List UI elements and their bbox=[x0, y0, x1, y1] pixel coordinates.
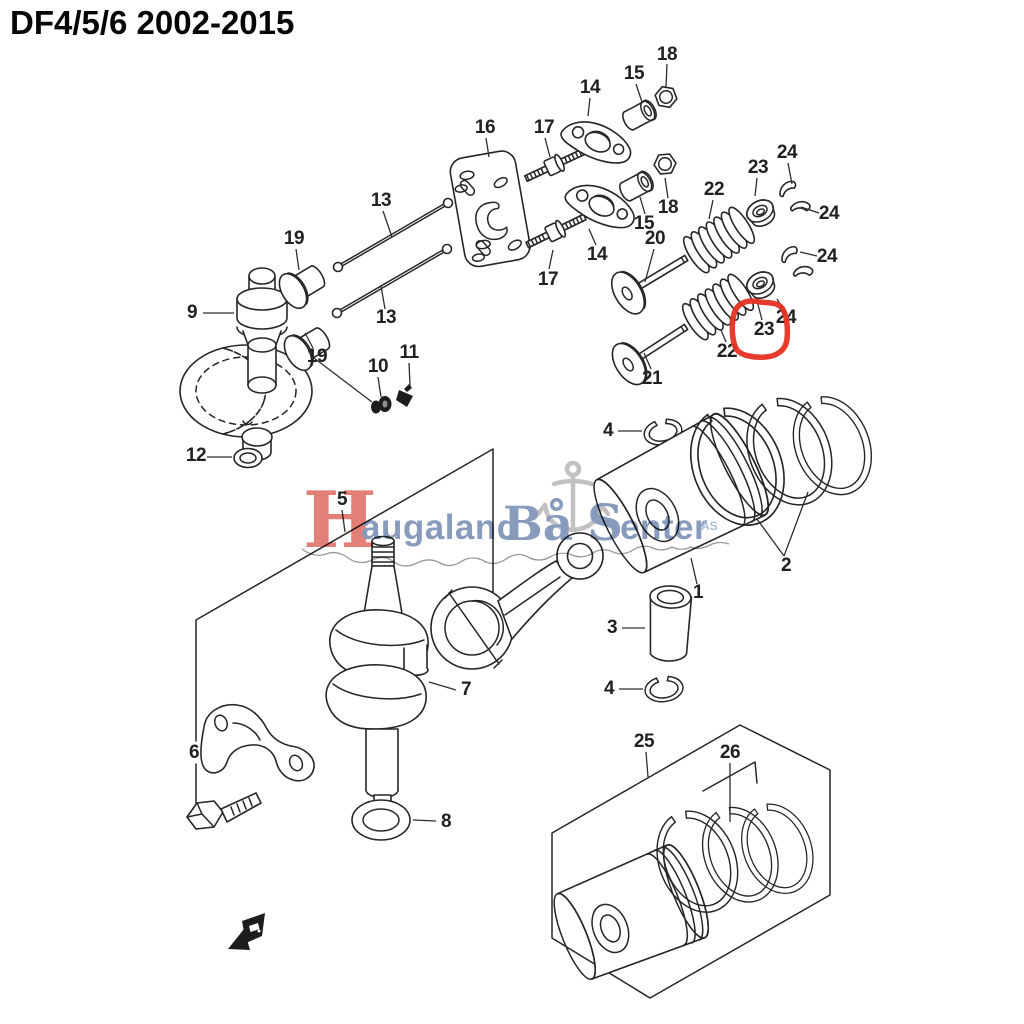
part-callout-15: 15 bbox=[623, 63, 645, 84]
part-callout-24: 24 bbox=[816, 246, 838, 267]
part-callout-24: 24 bbox=[818, 203, 840, 224]
part-callout-4: 4 bbox=[603, 678, 615, 699]
crankshaft-drawing bbox=[325, 535, 429, 814]
washer-8-drawing bbox=[351, 799, 411, 841]
part-callout-11: 11 bbox=[399, 342, 419, 363]
bolt-drawing bbox=[186, 792, 262, 830]
page-title: DF4/5/6 2002-2015 bbox=[10, 4, 295, 41]
valve-cover-plate-drawing bbox=[449, 150, 531, 268]
part-callout-4: 4 bbox=[602, 420, 614, 441]
part-callout-10: 10 bbox=[367, 356, 389, 377]
part-callout-22: 22 bbox=[703, 179, 725, 200]
part-callout-3: 3 bbox=[606, 617, 618, 638]
camshaft-drawing bbox=[236, 267, 288, 461]
part-callout-14: 14 bbox=[579, 77, 601, 98]
part-callout-25: 25 bbox=[633, 731, 655, 752]
part-callout-16: 16 bbox=[474, 117, 496, 138]
part-callout-13: 13 bbox=[375, 307, 397, 328]
part-callout-12: 12 bbox=[185, 445, 207, 466]
washer-12-drawing bbox=[233, 447, 263, 469]
part-callout-19: 19 bbox=[306, 346, 328, 367]
part-callout-14: 14 bbox=[586, 244, 608, 265]
part-callout-1: 1 bbox=[692, 582, 704, 603]
part-callout-23: 23 bbox=[747, 157, 769, 178]
fwd-arrow-icon bbox=[228, 913, 265, 950]
part-callout-26: 26 bbox=[719, 742, 741, 763]
part-callout-8: 8 bbox=[440, 811, 452, 832]
bearing-bracket-drawing bbox=[200, 703, 315, 782]
lower-piston-assembly-drawing bbox=[553, 793, 827, 980]
piston-pin-drawing bbox=[649, 585, 693, 662]
part-callout-17: 17 bbox=[533, 117, 555, 138]
piston-drawing bbox=[593, 412, 770, 574]
part-callout-9: 9 bbox=[186, 302, 198, 323]
assembly-boxes bbox=[195, 448, 831, 999]
part-callout-24: 24 bbox=[776, 142, 798, 163]
part-callout-21: 21 bbox=[641, 368, 663, 389]
part-callout-6: 6 bbox=[188, 742, 200, 763]
part-callout-18: 18 bbox=[657, 197, 679, 218]
part-callout-20: 20 bbox=[644, 228, 666, 249]
part-callout-15: 15 bbox=[633, 213, 655, 234]
part-callout-13: 13 bbox=[370, 190, 392, 211]
part-callout-2: 2 bbox=[780, 555, 792, 576]
part-callout-17: 17 bbox=[537, 269, 559, 290]
part-callout-7: 7 bbox=[460, 679, 472, 700]
part-callout-19: 19 bbox=[283, 228, 305, 249]
part-callout-22: 22 bbox=[716, 341, 738, 362]
part-callout-18: 18 bbox=[656, 44, 678, 65]
part-callout-23: 23 bbox=[753, 319, 775, 340]
part-callout-5: 5 bbox=[336, 489, 348, 510]
part-callout-24: 24 bbox=[775, 307, 797, 328]
